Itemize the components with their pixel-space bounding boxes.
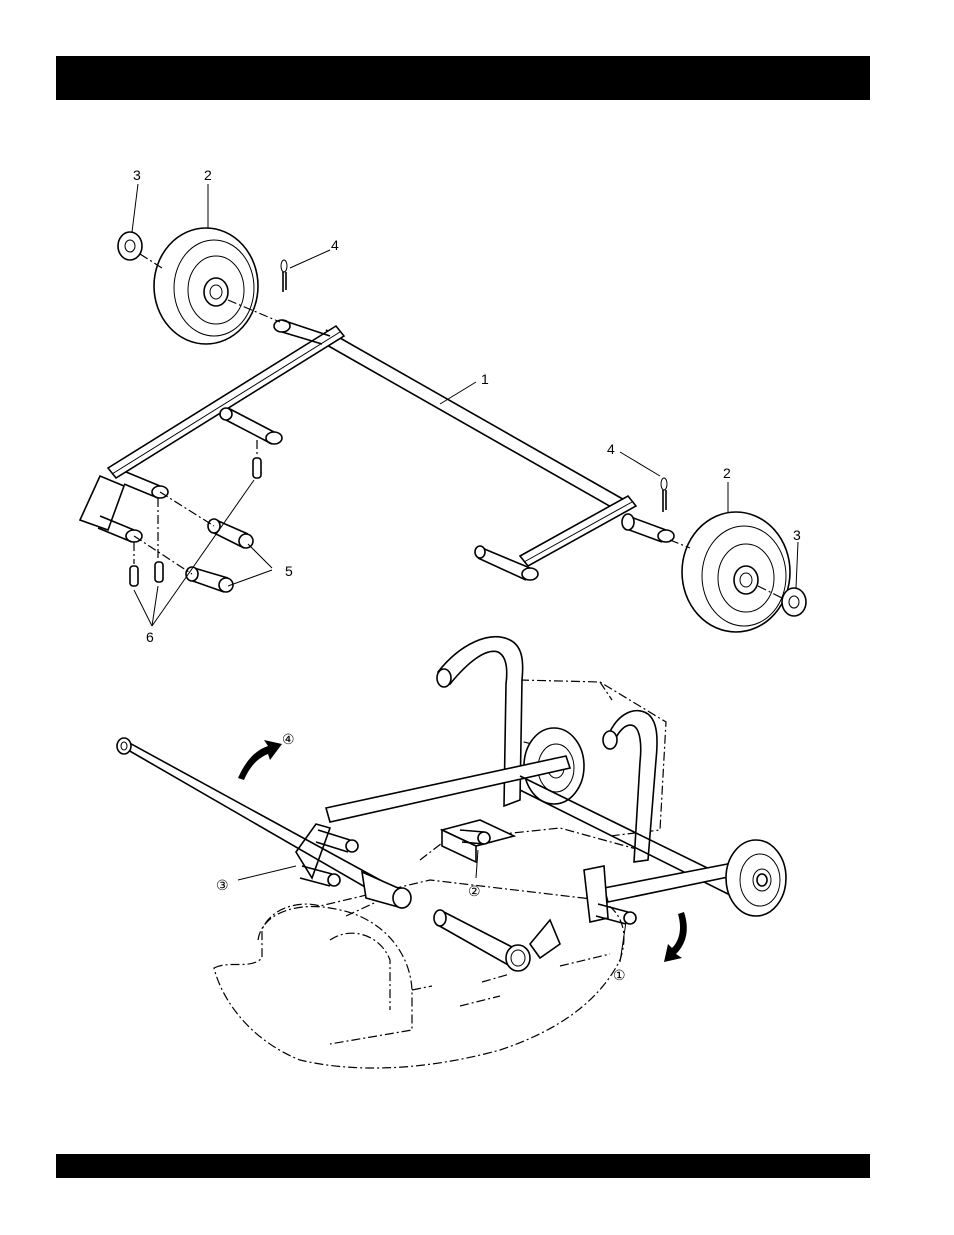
callout-1: 1 [481,371,489,387]
callout-4-left: 4 [331,237,339,253]
step-1-label: ① [613,967,626,983]
left-cotter-pin [281,260,287,292]
callout-3-left: 3 [133,167,141,183]
callout-2-right: 2 [723,465,731,481]
callout-4-right: 4 [607,441,615,457]
left-wheel [154,228,280,344]
step-4-label: ④ [282,731,295,747]
exploded-view: 1 2 2 3 3 4 4 5 6 [80,167,806,645]
right-cotter-pin [661,478,667,512]
callout-6: 6 [146,629,154,645]
left-washer [118,232,142,260]
callout-2-left: 2 [204,167,212,183]
lifting-bar [117,738,411,908]
right-washer [782,588,806,616]
right-wheel [670,512,790,632]
front-wheel [726,840,786,916]
installed-axle-frame [296,756,752,924]
step-2-label: ② [468,883,481,899]
callout-5: 5 [285,563,293,579]
callout-3-right: 3 [793,527,801,543]
installation-view: ④ ③ ② ① [117,637,786,1068]
short-pipe [434,910,560,971]
arrow-up-icon [238,740,282,780]
step-3-label: ③ [216,877,229,893]
axle-frame [80,320,674,580]
arrow-down-icon [664,912,687,962]
